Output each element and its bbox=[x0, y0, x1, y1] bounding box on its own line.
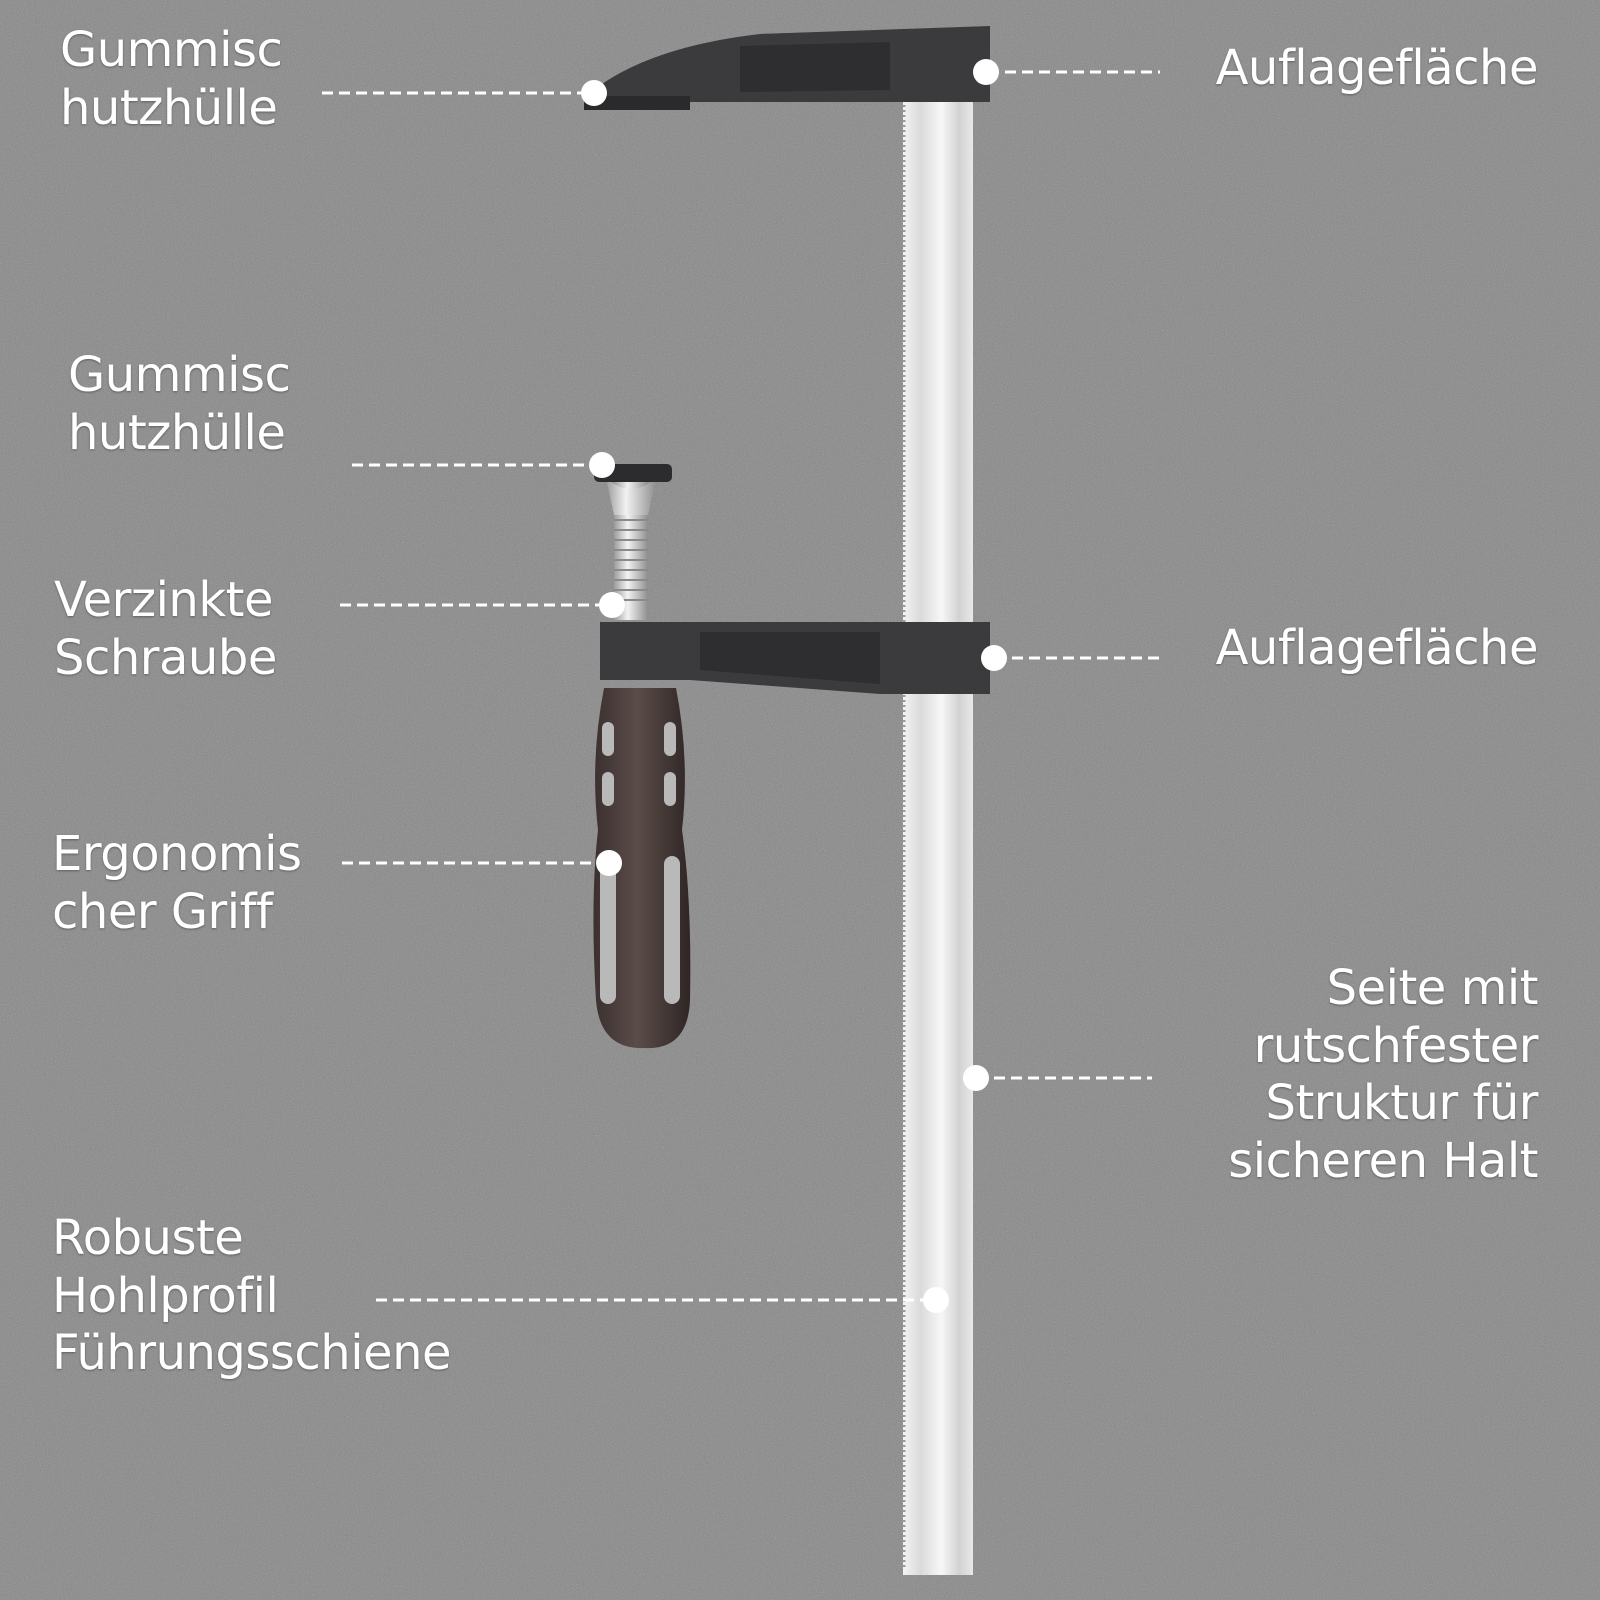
label-line: Auflagefläche bbox=[1215, 40, 1539, 96]
handle-insert-br bbox=[664, 856, 680, 1004]
dot-side bbox=[963, 1065, 989, 1091]
label-top-protective-cap: Gummisc hutzhülle bbox=[60, 22, 283, 137]
label-line: hutzhülle bbox=[68, 404, 286, 461]
label-line: sicheren Halt bbox=[1228, 1132, 1538, 1189]
dot-screw bbox=[599, 592, 625, 618]
top-jaw-rib bbox=[740, 42, 890, 92]
handle-insert-tr bbox=[664, 722, 676, 756]
label-nonslip-side: Seite mit rutschfester Struktur für sich… bbox=[1228, 960, 1538, 1190]
label-screw-protective-cap: Gummisc hutzhülle bbox=[68, 347, 291, 462]
dot-rail bbox=[923, 1287, 949, 1313]
label-line: Gummisc bbox=[68, 347, 291, 403]
label-guide-rail: Robuste Hohlprofil Führungsschiene bbox=[52, 1210, 452, 1383]
label-line: Seite mit bbox=[1326, 960, 1539, 1016]
dot-top-cap bbox=[581, 80, 607, 106]
handle-insert-bl bbox=[600, 856, 616, 1004]
lower-jaw-rib bbox=[700, 632, 880, 684]
label-line: rutschfester bbox=[1253, 1017, 1539, 1074]
label-line: cher Griff bbox=[52, 883, 273, 940]
dot-screw-cap bbox=[589, 452, 615, 478]
handle-insert-ml bbox=[602, 772, 614, 806]
label-line: Verzinkte bbox=[54, 572, 273, 628]
label-line: Gummisc bbox=[60, 22, 283, 78]
dot-lower-face bbox=[981, 645, 1007, 671]
screw-neck bbox=[606, 478, 656, 515]
label-line: Robuste bbox=[52, 1210, 244, 1266]
dot-grip bbox=[596, 850, 622, 876]
label-line: Hohlprofil bbox=[52, 1267, 279, 1324]
label-line: Schraube bbox=[54, 629, 277, 686]
label-galvanized-screw: Verzinkte Schraube bbox=[54, 572, 277, 687]
top-jaw-pad bbox=[584, 96, 690, 110]
label-ergonomic-grip: Ergonomis cher Griff bbox=[52, 826, 302, 941]
handle-insert-tl bbox=[602, 722, 614, 756]
handle-insert-mr bbox=[664, 772, 676, 806]
guide-rail bbox=[903, 95, 973, 1575]
label-line: hutzhülle bbox=[60, 79, 278, 136]
label-line: Ergonomis bbox=[52, 826, 302, 882]
label-line: Führungsschiene bbox=[52, 1325, 452, 1382]
dot-top-face bbox=[973, 59, 999, 85]
screw-thread-pattern bbox=[614, 519, 648, 601]
label-line: Struktur für bbox=[1265, 1075, 1538, 1132]
label-lower-contact-surface: Auflagefläche bbox=[1215, 620, 1539, 678]
label-top-contact-surface: Auflagefläche bbox=[1215, 40, 1539, 98]
label-line: Auflagefläche bbox=[1215, 620, 1539, 676]
